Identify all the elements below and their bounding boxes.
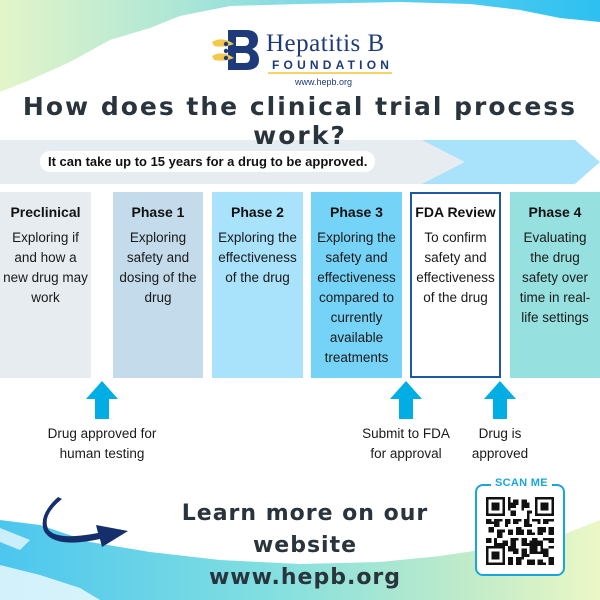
milestone-label-line1: Drug approved for bbox=[47, 426, 157, 441]
phase-description: Exploring the safety and effectiveness c… bbox=[317, 230, 396, 365]
phase-title: Phase 2 bbox=[231, 204, 284, 220]
milestone-label-line1: Drug is bbox=[478, 426, 522, 441]
logo-url[interactable]: www.hepb.org bbox=[295, 77, 353, 87]
phase-4: Phase 4 Evaluating the drug safety over … bbox=[510, 192, 600, 378]
logo-subtitle: FOUNDATION bbox=[272, 58, 394, 72]
logo-title: Hepatitis B bbox=[266, 30, 385, 57]
cta-line1: Learn more on our website bbox=[181, 501, 429, 558]
milestone-label-line2: for approval bbox=[370, 446, 442, 461]
phase-3: Phase 3 Exploring the safety and effecti… bbox=[311, 192, 402, 378]
up-arrow-icon bbox=[390, 381, 422, 419]
phase-title: Phase 3 bbox=[330, 204, 383, 220]
curved-arrow-icon bbox=[42, 497, 128, 547]
logo-divider bbox=[268, 72, 392, 74]
milestone-label-line2: approved bbox=[471, 446, 529, 461]
phase-title: FDA Review bbox=[415, 204, 496, 220]
phase-description: Exploring if and how a new drug may work bbox=[3, 230, 88, 305]
phase-description: Exploring the effectiveness of the drug bbox=[218, 230, 297, 285]
phase-fda-review: FDA Review To confirm safety and effecti… bbox=[410, 192, 501, 378]
learn-more-cta[interactable]: Learn more on our website www.hepb.org bbox=[135, 498, 475, 594]
milestone-label-line1: Submit to FDA bbox=[362, 426, 450, 441]
milestone-human-testing: Drug approved for human testing bbox=[42, 424, 162, 464]
milestone-submit-fda: Submit to FDA for approval bbox=[352, 424, 460, 464]
timeline-note: It can take up to 15 years for a drug to… bbox=[40, 151, 376, 172]
hbf-b-logo-icon bbox=[212, 30, 259, 70]
top-brush-background bbox=[0, 0, 600, 92]
hepatitis-b-foundation-logo[interactable]: Hepatitis B FOUNDATION www.hepb.org bbox=[210, 26, 400, 87]
page-title: How does the clinical trial process work… bbox=[22, 92, 578, 150]
milestone-drug-approved: Drug is approved bbox=[462, 424, 538, 464]
phase-preclinical: Preclinical Exploring if and how a new d… bbox=[0, 192, 91, 378]
up-arrow-icon bbox=[484, 381, 516, 419]
phase-description: To confirm safety and effectiveness of t… bbox=[416, 230, 495, 305]
phase-title: Phase 1 bbox=[131, 204, 185, 220]
bottom-brush-background bbox=[0, 520, 600, 600]
phase-description: Evaluating the drug safety over time in … bbox=[519, 230, 591, 325]
phase-title: Phase 4 bbox=[528, 204, 582, 220]
phase-title: Preclinical bbox=[10, 204, 81, 220]
phase-description: Exploring safety and dosing of the drug bbox=[119, 230, 197, 305]
up-arrow-icon bbox=[86, 381, 118, 419]
phase-1: Phase 1 Exploring safety and dosing of t… bbox=[113, 192, 203, 378]
phase-2: Phase 2 Exploring the effectiveness of t… bbox=[212, 192, 303, 378]
cta-website-link[interactable]: www.hepb.org bbox=[208, 565, 402, 590]
milestone-label-line2: human testing bbox=[59, 446, 145, 461]
qr-code-panel[interactable]: SCAN ME bbox=[475, 477, 565, 576]
scan-me-label: SCAN ME bbox=[491, 477, 552, 489]
qr-code-icon[interactable] bbox=[486, 495, 554, 567]
